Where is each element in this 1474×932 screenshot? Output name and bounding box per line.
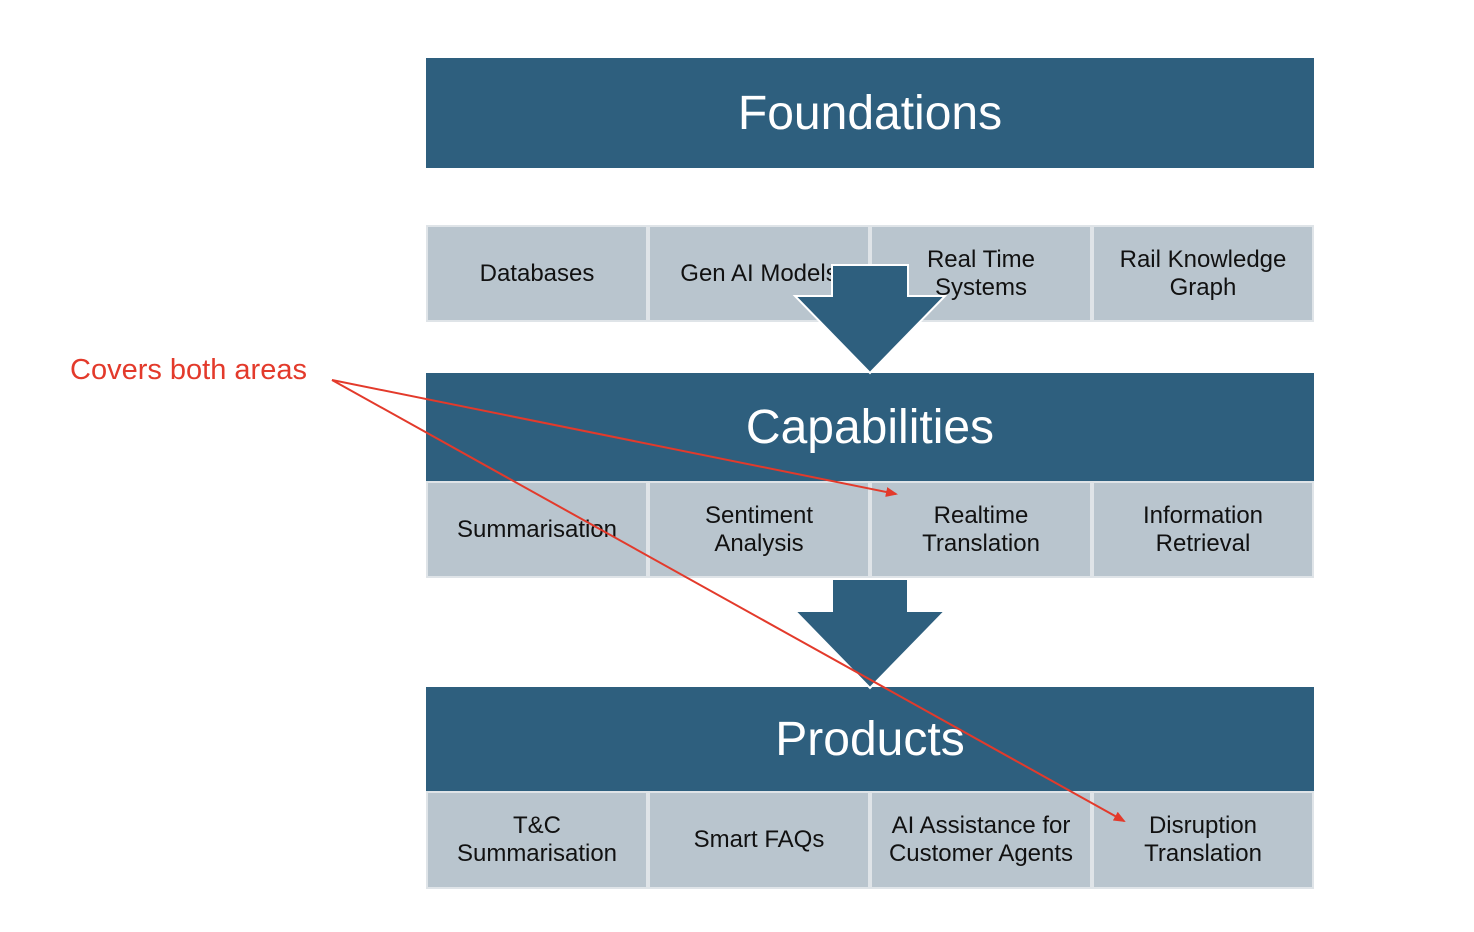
item-information-retrieval: Information Retrieval [1092,481,1314,578]
layer-title-capabilities: Capabilities [426,373,1314,482]
item-summarisation: Summarisation [426,481,648,578]
item-databases: Databases [426,225,648,322]
item-gen-ai-models: Gen AI Models [648,225,870,322]
item-rail-knowledge-graph: Rail Knowledge Graph [1092,225,1314,322]
layer-title-products: Products [426,687,1314,791]
layer-products: Products T&C Summarisation Smart FAQs AI… [426,687,1314,889]
layer-foundations: Foundations Databases Gen AI Models Real… [426,58,1314,322]
layer-capabilities: Capabilities Summarisation Sentiment Ana… [426,373,1314,578]
annotation-label: Covers both areas [70,354,307,386]
item-ai-assistance-customer-agents: AI Assistance for Customer Agents [870,791,1092,889]
item-realtime-translation: Realtime Translation [870,481,1092,578]
layer-items-products: T&C Summarisation Smart FAQs AI Assistan… [426,791,1314,889]
item-disruption-translation: Disruption Translation [1092,791,1314,889]
item-smart-faqs: Smart FAQs [648,791,870,889]
item-tc-summarisation: T&C Summarisation [426,791,648,889]
layer-items-foundations: Databases Gen AI Models Real Time System… [426,225,1314,322]
flow-arrow-capabilities-to-products [792,578,948,690]
item-sentiment-analysis: Sentiment Analysis [648,481,870,578]
layer-items-capabilities: Summarisation Sentiment Analysis Realtim… [426,481,1314,578]
layer-title-foundations: Foundations [426,58,1314,168]
item-real-time-systems: Real Time Systems [870,225,1092,322]
